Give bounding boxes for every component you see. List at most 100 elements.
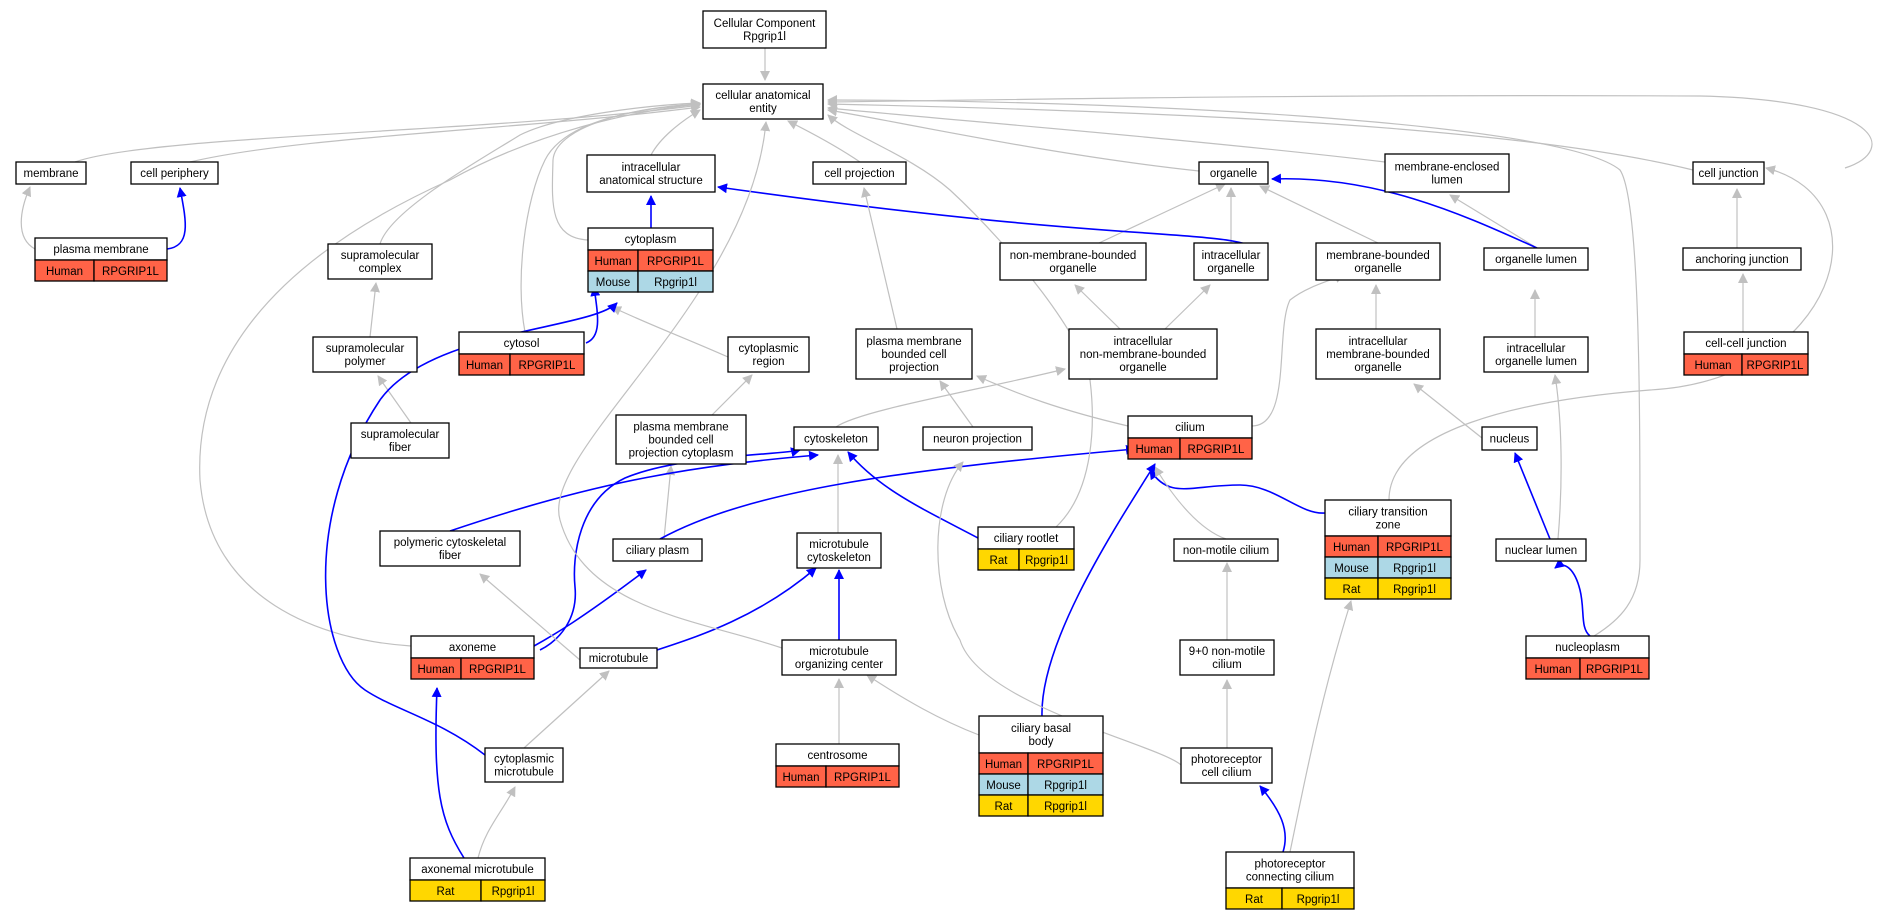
go-term-node-membrane[interactable]: membrane [15,161,87,185]
term-label: organizing center [795,659,883,671]
term-label: nucleus [1490,434,1530,446]
term-label: cilium [1175,422,1204,434]
node-box [702,10,827,49]
node-box [1692,161,1765,185]
node-box [1495,538,1587,562]
go-term-node-cell-projection[interactable]: cell projection [812,161,907,185]
go-term-node-anchoring-junction[interactable]: anchoring junction [1682,247,1802,271]
species-label: Human [594,256,631,268]
node-box [796,532,882,569]
isa-edge [1164,284,1211,330]
term-label: cytoskeleton [807,552,871,564]
term-label: bounded cell [881,349,946,361]
gene-cell [1741,353,1809,376]
term-label: organelle [1210,168,1257,180]
term-label: intracellular [1114,336,1173,348]
term-label: non-membrane-bounded [1010,250,1137,262]
go-term-node-nuclear-lumen[interactable]: nuclear lumen [1495,538,1587,562]
isa-edge [369,282,380,338]
term-label: photoreceptor [1255,859,1326,871]
species-label: Human [466,360,503,372]
isa-edge [1388,165,1834,501]
term-label: neuron projection [933,434,1022,446]
term-label: region [753,356,785,368]
term-label: cellular anatomical [715,90,810,102]
isa-edge [1259,185,1379,244]
node-box [130,161,219,185]
go-term-node-microtubule[interactable]: microtubule [579,647,658,669]
isa-edge [663,465,676,540]
node-box [1682,247,1802,271]
go-term-node-neuron-projection[interactable]: neuron projection [922,426,1033,451]
term-label: cilium [1212,659,1241,671]
go-term-node-organelle-lumen[interactable]: organelle lumen [1483,247,1589,271]
term-label: microtubule [589,653,648,665]
node-box [379,530,521,567]
go-term-node-cytoskeleton[interactable]: cytoskeleton [793,426,879,451]
term-label: nucleoplasm [1555,642,1620,654]
term-label: 9+0 non-motile [1189,646,1265,658]
go-term-node-nucleus[interactable]: nucleus [1481,426,1538,451]
go-term-node-inmbo[interactable]: intracellularnon-membrane-boundedorganel… [1068,328,1218,380]
gene-cell [1377,577,1452,600]
go-term-node-ciliary-plasm[interactable]: ciliary plasm [612,538,703,562]
go-term-node-nmc[interactable]: non-motile cilium [1173,538,1279,562]
go-term-node-organelle[interactable]: organelle [1198,161,1269,185]
go-term-node-cell-junction[interactable]: cell junction [1692,161,1765,185]
isa-edge [827,103,1386,163]
node-box [1384,153,1510,193]
term-label: supramolecular [341,250,420,262]
annotation-edge [431,687,465,859]
isa-edge [711,374,753,416]
isa-edge [523,670,610,749]
go-term-node-cell-periphery[interactable]: cell periphery [130,161,219,185]
species-label: Human [1333,542,1370,554]
term-label: cell projection [824,168,894,180]
term-label: intracellular [1349,336,1408,348]
term-label: lumen [1431,175,1462,187]
isa-edge [937,461,1182,766]
annotation-edge [1149,469,1326,514]
gene-label: Rpgrip1l [1393,584,1436,596]
isa-edge [861,187,898,330]
term-label: supramolecular [326,343,405,355]
isa-edge [827,114,1093,528]
node-box [855,328,973,380]
gene-label: Rpgrip1l [1393,563,1436,575]
gene-label: Rpgrip1l [1044,780,1087,792]
